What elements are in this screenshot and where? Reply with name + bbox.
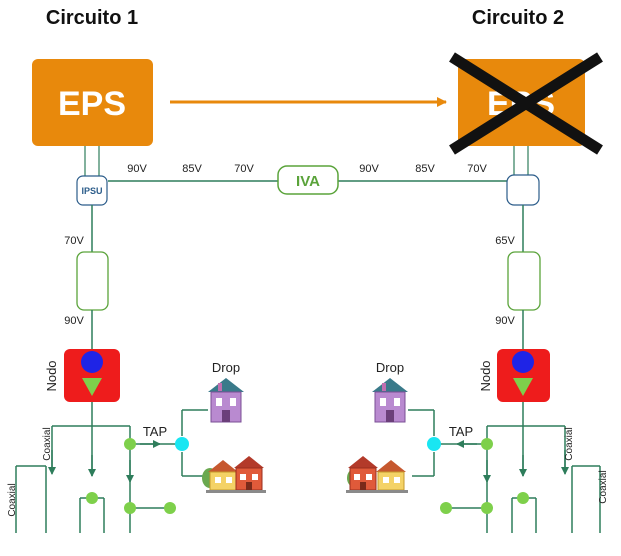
tap-label-circuit1: TAP xyxy=(143,424,167,439)
node-receiver-icon xyxy=(512,351,534,373)
node-transmitter-icon xyxy=(82,378,102,396)
link-voltage: 85V xyxy=(415,163,435,175)
voltage-circuit2-top: 65V xyxy=(495,235,515,247)
voltage-circuit1-bottom: 90V xyxy=(64,315,84,327)
voltage-circuit2-bottom: 90V xyxy=(495,315,515,327)
node-box-circuit1 xyxy=(64,349,120,402)
coax-label-circuit2-a: Coaxial xyxy=(564,427,575,460)
tap-icon-circuit1 xyxy=(175,437,189,451)
amplifier-box-circuit2 xyxy=(507,251,541,311)
node-receiver-icon xyxy=(81,351,103,373)
link-voltage: 90V xyxy=(359,163,379,175)
circuit1-title: Circuito 1 xyxy=(46,7,138,29)
splitter-icon xyxy=(124,438,136,450)
house-icon xyxy=(208,378,244,423)
amplifier-box-circuit1 xyxy=(76,251,109,311)
houses-icon xyxy=(346,456,408,493)
link-voltage: 85V xyxy=(182,163,202,175)
eps-label-circuit1: EPS xyxy=(58,85,126,123)
circuit2-title: Circuito 2 xyxy=(472,7,564,29)
splitter-icon xyxy=(517,492,529,504)
drop-label-circuit1: Drop xyxy=(212,360,240,375)
splitter-icon xyxy=(481,438,493,450)
splitter-icon xyxy=(124,502,136,514)
link-voltage: 70V xyxy=(234,163,254,175)
iva-box xyxy=(277,165,339,195)
drop-label-circuit2: Drop xyxy=(376,360,404,375)
node-box-circuit2 xyxy=(497,349,550,402)
splitter-icon xyxy=(481,502,493,514)
coax-network-circuit1 xyxy=(15,402,208,533)
house-icon xyxy=(372,378,408,423)
coax-label-circuit1-b: Coaxial xyxy=(7,483,18,516)
splitter-icon xyxy=(164,502,176,514)
node-label-circuit2: Nodo xyxy=(478,360,493,391)
power-supply-box-circuit2 xyxy=(506,174,540,206)
tap-label-circuit2: TAP xyxy=(449,424,473,439)
voltage-circuit1-top: 70V xyxy=(64,235,84,247)
ipsu-label: IPSU xyxy=(81,186,102,196)
link-voltage: 70V xyxy=(467,163,487,175)
tap-icon-circuit2 xyxy=(427,437,441,451)
coax-network-circuit2 xyxy=(408,402,601,533)
node-transmitter-icon xyxy=(513,378,533,396)
houses-icon xyxy=(202,456,266,493)
link-voltage: 90V xyxy=(127,163,147,175)
coax-label-circuit2-b: Coaxial xyxy=(598,470,609,503)
coax-label-circuit1-a: Coaxial xyxy=(42,427,53,460)
iva-label: IVA xyxy=(296,173,320,190)
splitter-icon xyxy=(86,492,98,504)
cross-out-icon xyxy=(449,52,603,155)
splitter-icon xyxy=(440,502,452,514)
eps-box-circuit1 xyxy=(32,59,153,146)
node-label-circuit1: Nodo xyxy=(44,360,59,391)
